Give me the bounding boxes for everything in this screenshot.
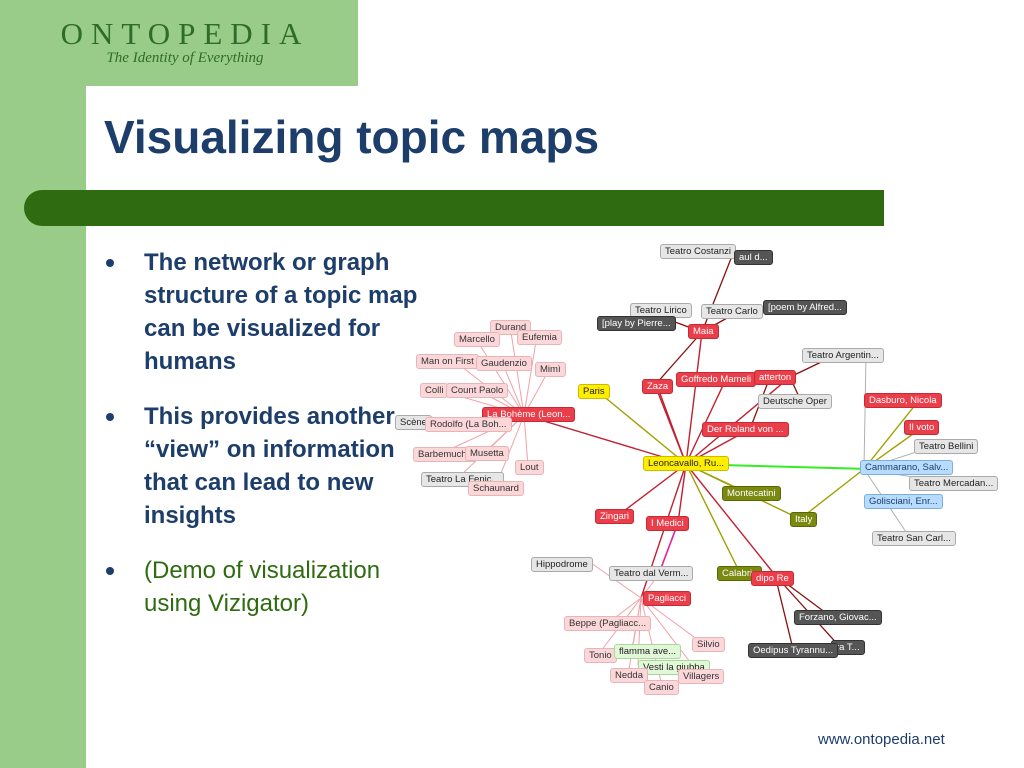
slide-title: Visualizing topic maps [104,111,600,163]
bullet-text: This provides another “view” on informat… [144,403,395,529]
brand-name: ONTOPEDIA [60,16,310,51]
graph-node[interactable]: Dasburo, Nicola [864,393,942,408]
bullet-item: The network or graph structure of a topi… [104,246,434,378]
graph-node[interactable]: Maia [688,324,719,339]
graph-node[interactable]: Lout [515,460,544,475]
bullet-dot-icon [106,413,114,421]
graph-node[interactable]: Goffredo Mameli [676,372,757,387]
graph-node[interactable]: Musetta [465,446,509,461]
graph-node[interactable]: Count Paolo [446,383,509,398]
bullet-dot-icon [106,567,114,575]
left-green-bar [0,0,86,768]
graph-node[interactable]: Teatro San Carl... [872,531,956,546]
bullet-text: The network or graph structure of a topi… [144,249,418,375]
graph-node[interactable]: Paris [578,384,610,399]
graph-node[interactable]: Il voto [904,420,940,435]
graph-node[interactable]: Teatro Argentin... [802,348,884,363]
graph-node[interactable]: Barbemuche [413,447,477,462]
graph-node[interactable]: Pagliacci [643,591,692,606]
header-green-band [0,0,358,86]
graph-node[interactable]: Beppe (Pagliacc... [564,616,652,631]
graph-node[interactable]: Villagers [678,669,725,684]
graph-node[interactable]: Hippodrome [531,557,593,572]
graph-node[interactable]: I Medici [646,516,689,531]
brand-tagline: The Identity of Everything [106,50,264,66]
bullet-list: The network or graph structure of a topi… [104,246,434,642]
graph-node[interactable]: Marcello [454,332,500,347]
graph-node[interactable]: [play by Pierre... [597,316,676,331]
graph-node[interactable]: Der Roland von ... [702,422,789,437]
title-underline-bar [24,190,884,226]
graph-node[interactable]: Mimì [535,362,566,377]
graph-node[interactable]: Tonio [584,648,617,663]
bullet-text: (Demo of visualization using Vizigator) [144,557,381,617]
graph-node[interactable]: Gaudenzio [476,356,532,371]
graph-node[interactable]: [poem by Alfred... [763,300,847,315]
graph-node[interactable]: Deutsche Oper [758,394,832,409]
bullet-item: This provides another “view” on informat… [104,400,434,532]
graph-node[interactable]: Zaza [642,379,674,394]
graph-node[interactable]: Teatro Costanzi [660,244,737,259]
graph-node[interactable]: Oedipus Tyrannu... [748,643,839,658]
bullet-dot-icon [106,259,114,267]
graph-node[interactable]: Canio [644,680,679,695]
graph-node[interactable]: Montecatini [722,486,781,501]
graph-node[interactable]: Nedda [610,668,648,683]
graph-node[interactable]: Zingari [595,509,635,524]
graph-node[interactable]: Eufemia [517,330,562,345]
graph-node[interactable]: Cammarano, Salv... [860,460,954,475]
brand-logo: ONTOPEDIA The Identity of Everything [40,16,330,67]
graph-node[interactable]: Schaunard [468,481,524,496]
footer-url-link[interactable]: www.ontopedia.net [818,731,945,748]
graph-center-node[interactable]: Leoncavallo, Ru... [643,456,730,471]
bullet-item: (Demo of visualization using Vizigator) [104,554,434,620]
graph-node[interactable]: atterton [754,370,797,385]
graph-node[interactable]: Colli [420,383,449,398]
graph-node[interactable]: flamma ave... [614,644,682,659]
graph-node[interactable]: Rodolfo (La Boh... [425,417,512,432]
graph-node[interactable]: Teatro Carlo [701,304,763,319]
graph-node[interactable]: Forzano, Giovac... [794,610,882,625]
graph-node[interactable]: dipo Re [751,571,794,586]
graph-node[interactable]: Teatro Mercadan... [909,476,999,491]
topic-map-graph[interactable]: Teatro Costanzi aul d... Teatro Lirico [… [390,236,1020,706]
graph-node[interactable]: Teatro Bellini [914,439,979,454]
graph-node[interactable]: Italy [790,512,818,527]
graph-node[interactable]: Golisciani, Enr... [864,494,943,509]
graph-node[interactable]: Teatro dal Verm... [609,566,694,581]
graph-node[interactable]: aul d... [734,250,773,265]
graph-node[interactable]: Man on First [416,354,479,369]
graph-node[interactable]: Silvio [692,637,725,652]
